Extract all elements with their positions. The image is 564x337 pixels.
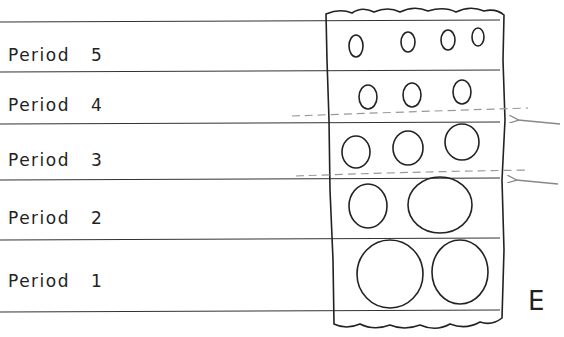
grains — [342, 28, 488, 308]
arrows — [516, 120, 560, 184]
core-outline — [326, 8, 505, 328]
figure-letter: E — [528, 288, 544, 314]
period-label: Period 5 — [8, 47, 103, 64]
period-label: Period 4 — [8, 97, 103, 114]
period-label: Period 2 — [8, 210, 103, 227]
period-label: Period 1 — [8, 273, 103, 290]
period-label: Period 3 — [8, 152, 103, 169]
dashed-boundaries — [292, 108, 528, 176]
period-lines — [0, 20, 500, 312]
